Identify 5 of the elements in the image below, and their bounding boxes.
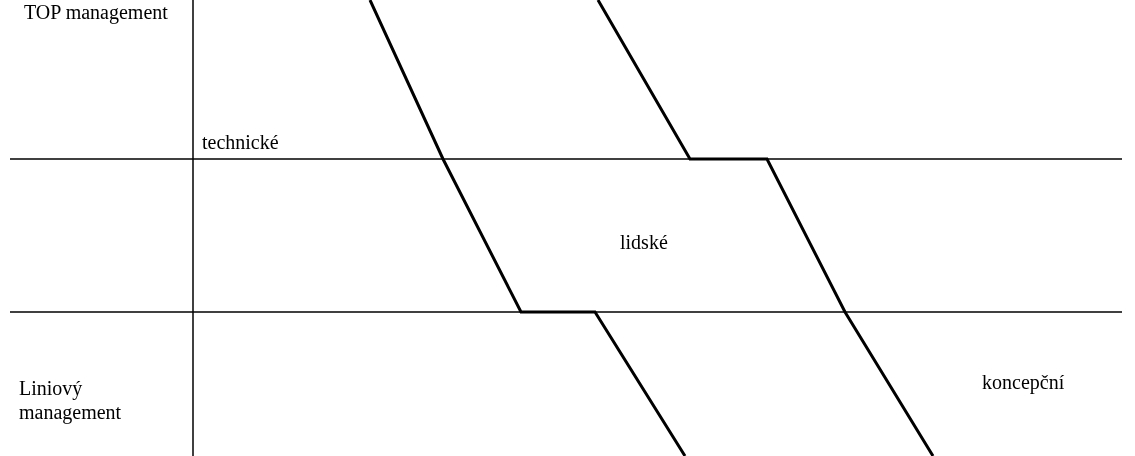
label-text: TOP management (24, 0, 169, 24)
label-text: Liniový management (19, 376, 123, 424)
label-text: koncepční (982, 370, 1066, 394)
label-text: lidské (620, 230, 669, 254)
label-text: technické (202, 130, 280, 154)
